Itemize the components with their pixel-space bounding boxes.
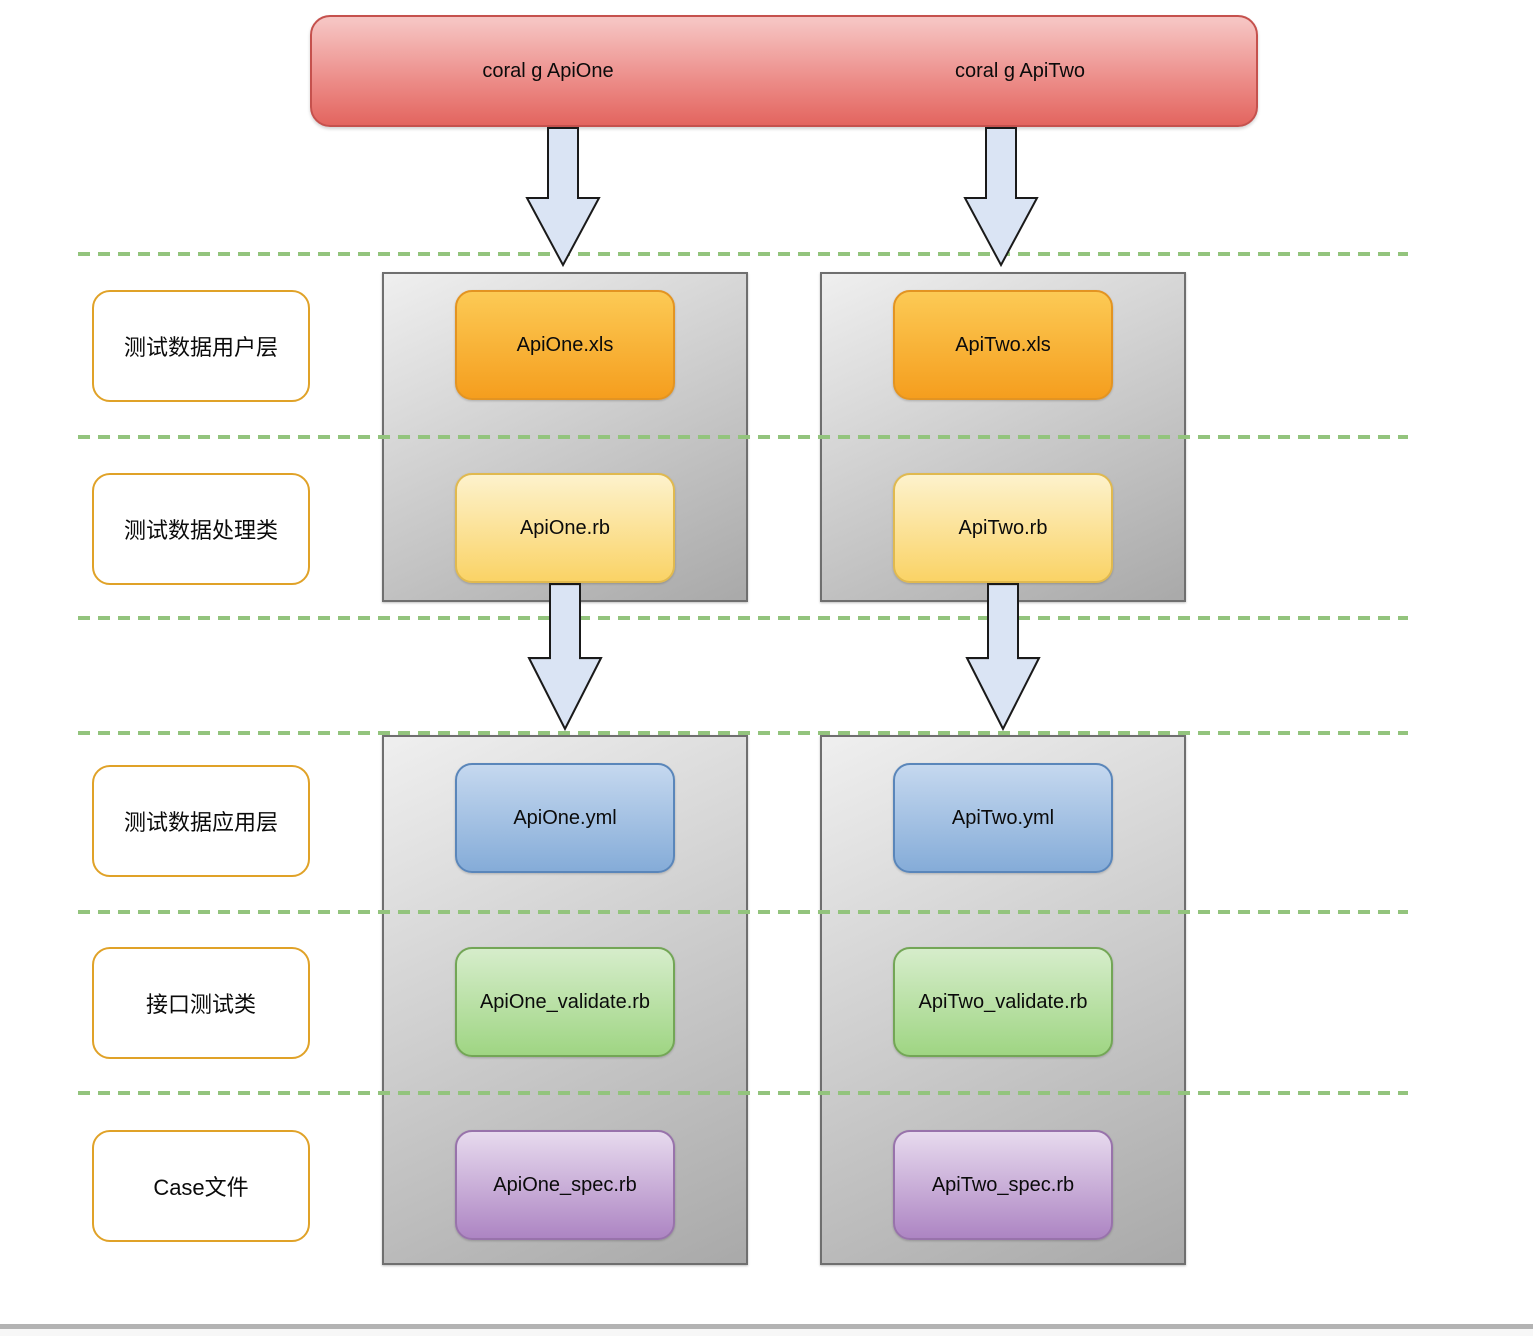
window-bottom-edge — [0, 1324, 1533, 1329]
layer-label-case-file: Case文件 — [92, 1130, 310, 1242]
command-bar: coral g ApiOne coral g ApiTwo — [310, 15, 1258, 127]
command-label-apione: coral g ApiOne — [482, 59, 614, 82]
node-apitwo-yml: ApiTwo.yml — [893, 763, 1113, 873]
layer-label-test-data-user: 测试数据用户层 — [92, 290, 310, 402]
layer-label-interface-test: 接口测试类 — [92, 947, 310, 1059]
node-apitwo-rb: ApiTwo.rb — [893, 473, 1113, 583]
layer-divider — [78, 731, 1408, 735]
layer-label-test-data-application: 测试数据应用层 — [92, 765, 310, 877]
layer-label-test-data-processing: 测试数据处理类 — [92, 473, 310, 585]
layer-divider — [78, 616, 1408, 620]
node-apione-yml: ApiOne.yml — [455, 763, 675, 873]
command-label-apitwo: coral g ApiTwo — [954, 59, 1086, 82]
node-apitwo-xls: ApiTwo.xls — [893, 290, 1113, 400]
window-bottom-area — [0, 1329, 1533, 1336]
down-arrow-icon — [965, 583, 1041, 731]
node-apione-xls: ApiOne.xls — [455, 290, 675, 400]
node-apitwo-spec: ApiTwo_spec.rb — [893, 1130, 1113, 1240]
node-apitwo-validate: ApiTwo_validate.rb — [893, 947, 1113, 1057]
node-apione-validate: ApiOne_validate.rb — [455, 947, 675, 1057]
node-apione-spec: ApiOne_spec.rb — [455, 1130, 675, 1240]
layer-divider — [78, 435, 1408, 439]
node-apione-rb: ApiOne.rb — [455, 473, 675, 583]
down-arrow-icon — [963, 127, 1039, 267]
down-arrow-icon — [527, 583, 603, 731]
down-arrow-icon — [525, 127, 601, 267]
layer-divider — [78, 252, 1408, 256]
layer-divider — [78, 1091, 1408, 1095]
layer-divider — [78, 910, 1408, 914]
